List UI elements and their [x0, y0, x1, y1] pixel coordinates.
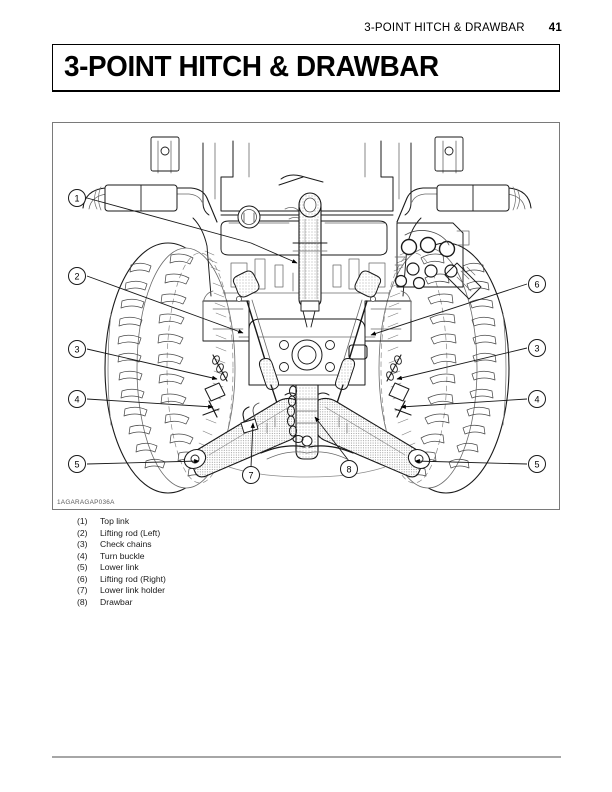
leader-3-left	[86, 348, 218, 381]
callout-5-right: 5	[528, 455, 546, 473]
callout-6: 6	[528, 275, 546, 293]
svg-text:1: 1	[74, 193, 79, 203]
callout-4-right: 4	[528, 390, 546, 408]
legend-number: (4)	[77, 550, 88, 561]
drawbar	[260, 384, 354, 460]
legend-label: Drawbar	[100, 596, 133, 607]
legend-label: Turn buckle	[100, 550, 145, 561]
leader-7	[250, 422, 255, 468]
page-number: 41	[548, 22, 562, 34]
legend-item: (7) Lower link holder	[77, 585, 377, 597]
legend-number: (8)	[77, 596, 88, 607]
legend-label: Check chains	[100, 539, 152, 550]
svg-text:3: 3	[74, 344, 79, 354]
callout-3-right: 3	[528, 339, 546, 357]
svg-text:7: 7	[248, 470, 253, 480]
callout-4-left: 4	[68, 390, 86, 408]
leader-5-left	[86, 458, 200, 465]
legend-item: (6) Lifting rod (Right)	[77, 574, 377, 586]
svg-text:5: 5	[534, 459, 539, 469]
footer-rule	[52, 756, 561, 758]
svg-text:2: 2	[74, 271, 79, 281]
callout-3-left: 3	[68, 340, 86, 358]
legend-label: Lifting rod (Left)	[100, 527, 161, 538]
legend-number: (5)	[77, 562, 88, 573]
svg-text:5: 5	[74, 459, 79, 469]
check-chain-left	[202, 354, 228, 418]
legend-number: (1)	[77, 516, 88, 526]
svg-text:8: 8	[346, 464, 351, 474]
legend-number: (6)	[77, 573, 88, 584]
leader-4-right	[400, 398, 528, 409]
legend-item: (5) Lower link	[77, 562, 377, 574]
leader-8	[314, 416, 350, 462]
page-header: 3-POINT HITCH & DRAWBAR 41	[52, 22, 562, 34]
top-link	[278, 174, 328, 328]
legend-item: (8) Drawbar	[77, 597, 377, 609]
figure-legend: (1) Top link (2) Lifting rod (Left) (3) …	[77, 516, 377, 608]
check-chain-right	[386, 354, 412, 418]
leader-4-left	[86, 398, 214, 409]
chapter-title-box: 3-POINT HITCH & DRAWBAR	[52, 44, 560, 92]
leader-5-right	[414, 458, 528, 465]
legend-label: Lifting rod (Right)	[100, 573, 166, 584]
legend-item: (4) Turn buckle	[77, 551, 377, 563]
hydraulic-coupler-bank	[394, 222, 482, 300]
callout-7: 7	[242, 466, 260, 484]
page-title: 3-POINT HITCH & DRAWBAR	[64, 51, 439, 83]
legend-label: Lower link	[100, 562, 139, 573]
svg-text:4: 4	[74, 394, 79, 404]
legend-number: (2)	[77, 527, 88, 538]
callout-5-left: 5	[68, 455, 86, 473]
svg-text:3: 3	[534, 343, 539, 353]
hitch-diagram: 1 2 3 4 5	[68, 136, 546, 494]
header-section-title: 3-POINT HITCH & DRAWBAR	[364, 22, 525, 34]
legend-item: (2) Lifting rod (Left)	[77, 528, 377, 540]
figure-container: 1 2 3 4 5	[52, 122, 560, 510]
svg-text:4: 4	[534, 394, 539, 404]
figure-code: 1AGARAGAP036A	[57, 499, 115, 506]
callout-1: 1	[68, 189, 86, 207]
callout-8: 8	[340, 460, 358, 478]
leader-2	[86, 275, 244, 334]
callout-2: 2	[68, 267, 86, 285]
legend-item: (3) Check chains	[77, 539, 377, 551]
leader-3-right	[396, 347, 528, 380]
leader-1	[86, 197, 298, 264]
legend-number: (3)	[77, 539, 88, 550]
legend-number: (7)	[77, 585, 88, 596]
legend-item: (1) Top link	[77, 516, 377, 528]
legend-label: Lower link holder	[100, 585, 165, 596]
tractor-body	[82, 136, 532, 386]
lower-link-right	[308, 392, 431, 478]
leader-6	[370, 283, 528, 336]
legend-label: Top link	[100, 516, 130, 526]
svg-text:6: 6	[534, 279, 539, 289]
